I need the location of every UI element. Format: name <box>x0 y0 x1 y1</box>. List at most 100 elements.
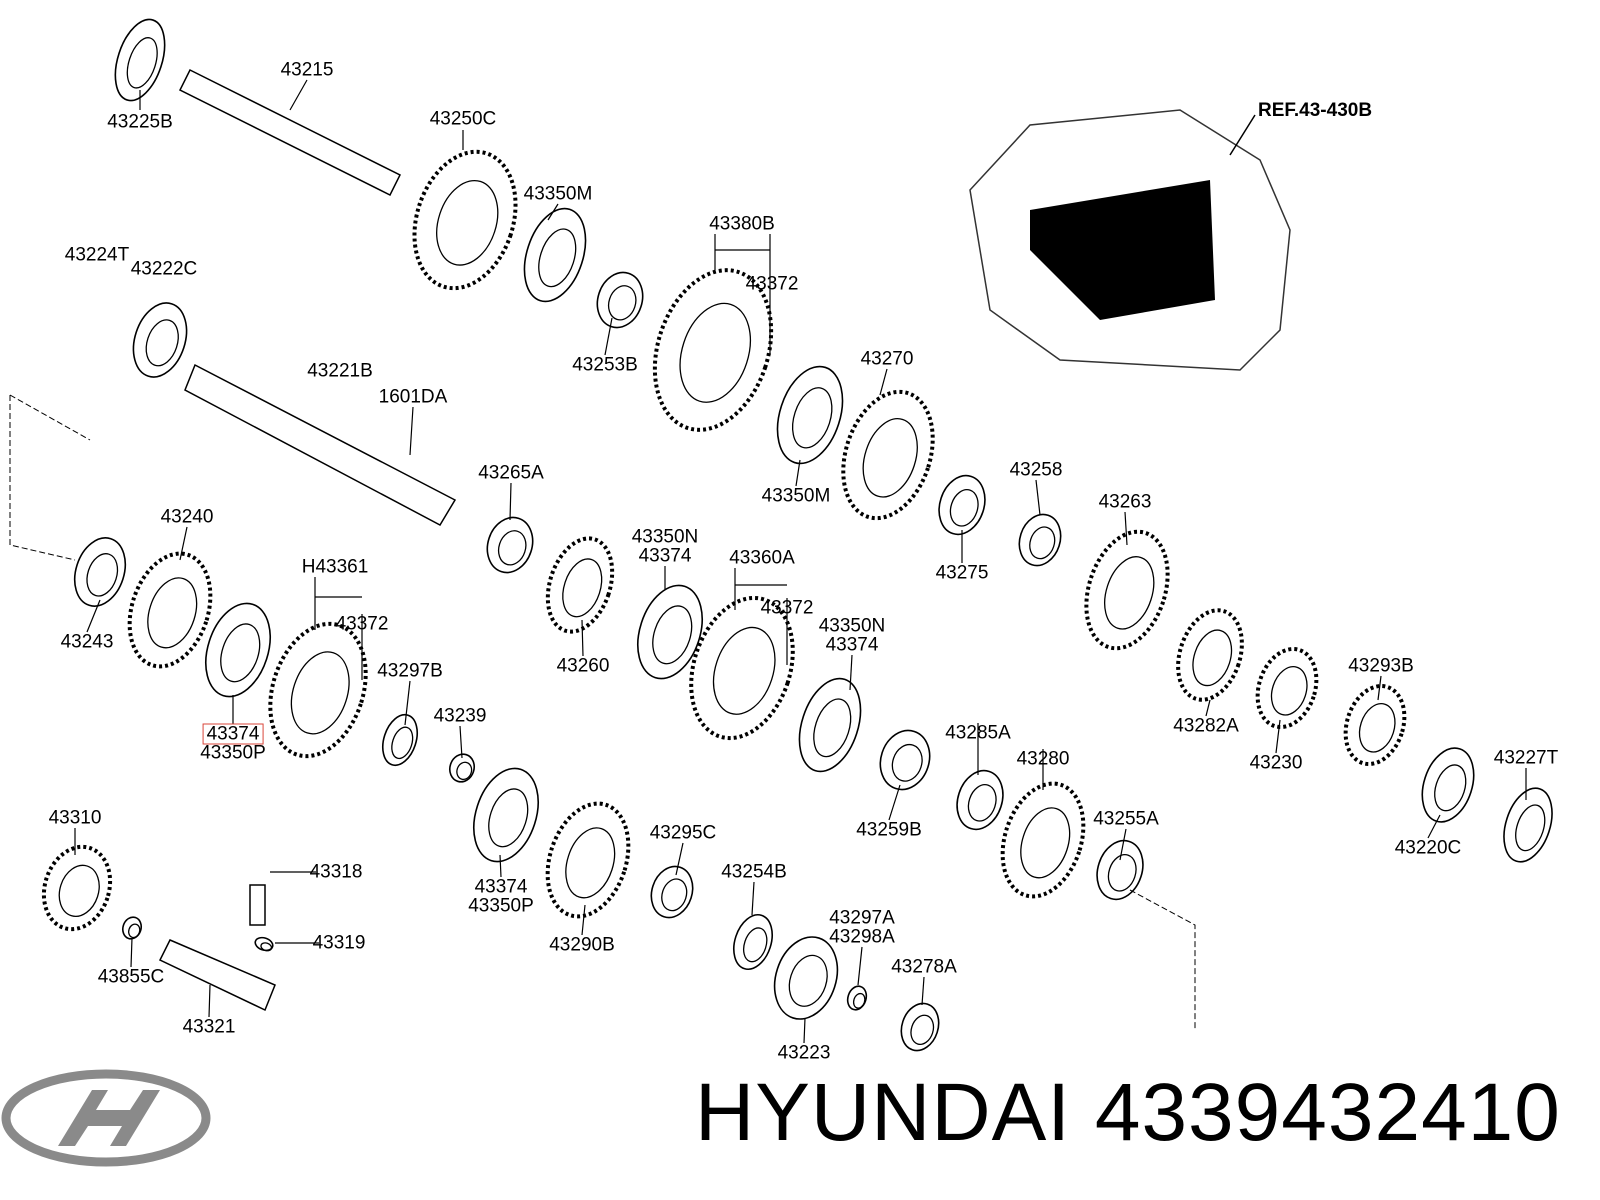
leader-line <box>795 459 801 487</box>
leader-line <box>751 881 755 916</box>
ring-part <box>846 985 868 1011</box>
ring-part <box>381 713 419 767</box>
leader-line <box>1377 675 1382 701</box>
part-bore <box>1270 666 1308 716</box>
part-bore <box>862 418 918 498</box>
part-label: 43350P <box>200 742 266 764</box>
gear <box>1255 646 1319 730</box>
part-bore <box>679 302 751 403</box>
part-bore <box>58 864 100 917</box>
part-bore <box>661 878 688 912</box>
leader-line <box>547 203 559 221</box>
brand-part-number: HYUNDAI 4339432410 <box>695 1068 1561 1158</box>
part-bore <box>1358 703 1396 753</box>
part-bore <box>145 319 179 367</box>
gear <box>545 801 631 919</box>
part-label: 43295C <box>649 822 717 844</box>
part-bore <box>562 558 603 618</box>
leader-line <box>581 619 584 657</box>
part-label: 1601DA <box>378 386 448 408</box>
part-bore <box>949 489 979 527</box>
reference-leader <box>1229 114 1256 156</box>
part-label: 43855C <box>97 966 165 988</box>
leader-line <box>1035 479 1041 516</box>
part-bore <box>652 605 693 665</box>
part-label: 43250C <box>429 108 497 130</box>
gear <box>1000 781 1086 899</box>
dashed-boundary <box>9 395 76 561</box>
part-label: 43282A <box>1173 715 1239 737</box>
ring-part <box>956 769 1004 831</box>
part-bore <box>86 553 119 597</box>
leader-line <box>459 725 463 759</box>
part-label: 43350N <box>631 526 699 548</box>
ring-part <box>1018 513 1062 567</box>
ring-part <box>733 913 773 971</box>
ring-part <box>121 916 143 940</box>
leader-line <box>581 904 586 936</box>
brand-name: HYUNDAI <box>695 1067 1072 1158</box>
part-bore <box>788 954 828 1007</box>
gear <box>841 389 935 521</box>
part-bore <box>791 387 833 449</box>
leader-line <box>499 854 502 878</box>
part-label: 43260 <box>556 655 610 677</box>
part-label: 43240 <box>160 506 214 528</box>
leader-line <box>1205 699 1211 717</box>
part-bore <box>488 788 529 848</box>
part-bore <box>891 743 923 782</box>
part-label: 43318 <box>309 861 363 883</box>
ring-part <box>473 767 539 863</box>
ring-part <box>523 207 587 303</box>
part-label: 43227T <box>1493 747 1559 769</box>
ring-part <box>650 865 694 919</box>
part-number: 4339432410 <box>1094 1067 1561 1158</box>
ring-part <box>900 1002 940 1052</box>
highlighted-part-label: 43374 <box>202 723 264 745</box>
gear <box>127 551 213 669</box>
part-label: 43360A <box>729 547 795 569</box>
part-label: 43374 <box>825 634 879 656</box>
part-label: 43372 <box>335 613 389 635</box>
part-bore <box>436 179 499 266</box>
ring-part <box>1096 839 1144 901</box>
part-label: 43223 <box>777 1042 831 1064</box>
part-label: 43280 <box>1016 748 1070 770</box>
part-bore <box>497 530 527 566</box>
part-label: 43243 <box>60 631 114 653</box>
part-bore <box>126 37 158 89</box>
leader-line <box>404 680 411 726</box>
gear <box>689 595 795 741</box>
part-bore <box>1515 804 1546 852</box>
part-label: 43253B <box>572 354 638 376</box>
leader-line <box>604 317 613 356</box>
part-label: 43285A <box>945 722 1011 744</box>
part-bore <box>1029 526 1056 560</box>
part-bore <box>910 1014 935 1046</box>
reverse-idler-shaft <box>158 939 276 1012</box>
leader-line <box>857 946 863 986</box>
part-label: 43263 <box>1098 491 1152 513</box>
ring-part <box>448 753 476 783</box>
part-label: 43275 <box>935 562 989 584</box>
gear <box>652 268 774 432</box>
part-label: 43350M <box>523 183 593 205</box>
ring-part <box>132 302 188 378</box>
gear <box>1343 683 1407 767</box>
ring-part <box>773 936 839 1020</box>
part-label: 43350P <box>468 895 534 917</box>
main-shaft <box>184 363 457 526</box>
part-label: 43254B <box>721 861 787 883</box>
part-label: 43220C <box>1394 837 1462 859</box>
part-bore <box>1192 629 1233 687</box>
ring-part <box>254 936 274 952</box>
part-label: H43361 <box>301 556 369 578</box>
ring-part <box>879 729 931 791</box>
part-bore <box>712 626 776 715</box>
leader-line <box>849 654 853 691</box>
leader-line <box>888 784 901 821</box>
part-bore <box>391 726 414 760</box>
gear <box>41 844 113 932</box>
